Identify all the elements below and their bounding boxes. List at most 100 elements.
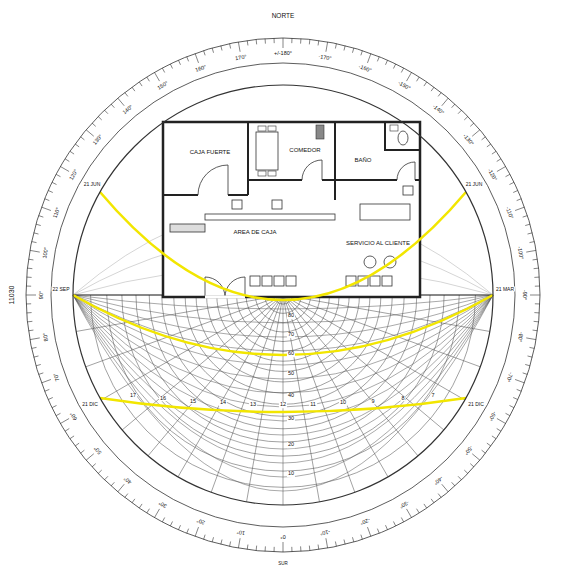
hour-line [73,295,493,435]
hour-line [73,295,493,463]
azimuth-degree: 0° [279,533,286,539]
scale-tick [238,42,240,52]
seat [286,276,296,286]
scale-tick [309,546,311,551]
hour-number: 14 [219,401,227,407]
door-swing [198,160,415,297]
scale-tick [27,312,32,313]
scale-tick [27,277,32,278]
scale-tick [464,116,468,119]
azimuth-degree: 10° [236,529,247,536]
scale-tick [60,167,69,172]
scale-tick [377,529,379,534]
azimuth-degree: -90° [521,289,527,301]
scale-tick [29,259,34,261]
scale-tick [470,464,474,467]
scale-tick [187,529,189,534]
scale-tick [80,450,84,453]
azimuth-degree: 40° [122,474,133,485]
scale-tick [132,87,135,91]
chair [268,126,276,131]
room-area: BAÑO [337,124,385,180]
scale-tick [515,207,524,210]
altitude-number: 50 [287,372,295,378]
scale-tick [300,39,301,44]
scale-tick [515,379,524,382]
scale-tick [155,72,160,81]
scale-tick [534,277,539,278]
seat [274,276,284,286]
scale-tick [407,509,412,518]
room-area: AREA DE CAJA [165,197,335,295]
scale-tick [335,541,336,546]
scale-tick [104,476,107,480]
scale-tick [162,518,164,522]
scale-tick [452,104,455,108]
scale-tick [155,509,160,518]
waiting-seats [250,276,392,286]
scale-tick [385,525,387,530]
scale-tick [523,373,528,375]
date-label: 21 DIC [81,402,99,407]
azimuth-degree: +/-180° [273,51,293,57]
azimuth-line [178,295,283,477]
scale-tick [111,482,114,486]
scale-tick [70,151,74,154]
scale-tick [187,57,189,62]
hour-number: 12 [279,402,287,408]
altitude-number: 70 [287,332,295,338]
scale-tick [393,64,395,68]
scale-tick [506,174,510,176]
scale-tick [528,356,533,357]
scale-tick [442,484,448,492]
scale-tick [509,182,513,184]
scale-tick [45,389,50,391]
scale-tick [377,57,379,62]
azimuth-line [283,295,284,505]
chair [268,171,276,176]
scale-tick [52,182,56,184]
scale-tick [482,137,486,140]
scale-tick [525,364,530,365]
scale-tick [52,405,56,407]
scale-tick [526,250,536,252]
scale-tick [147,77,150,81]
scale-tick [492,151,496,154]
scale-tick [247,41,249,46]
scale-tick [472,454,480,460]
azimuth-degree: -20° [359,517,372,526]
azimuth-degree: -70° [505,371,514,384]
scale-tick [39,216,44,218]
scale-tick [492,436,496,439]
scale-tick [487,443,491,446]
scale-tick [431,499,434,503]
scale-tick [221,540,222,545]
scale-tick [352,537,353,542]
scale-tick [300,546,301,551]
scale-tick [431,87,434,91]
azimuth-degree: -140° [430,103,445,117]
azimuth-degree: -100° [516,245,524,261]
scale-tick [39,373,44,375]
building-outline [163,122,420,297]
hour-number: 8 [400,396,405,402]
azimuth-degree: -150° [396,80,412,92]
azimuth-degree: -130° [461,132,475,147]
scale-circle [73,85,493,505]
scale-tick [45,199,50,201]
scale-tick [139,82,142,86]
scale-tick [111,104,114,108]
scale-tick [533,259,538,261]
hour-number: 16 [159,396,167,402]
scale-tick [212,537,213,542]
azimuth-degree: 90° [39,290,45,300]
scale-tick [335,44,336,49]
scale-tick [528,233,533,234]
azimuth-degree: 130° [92,133,105,147]
scale-tick [30,250,40,252]
sun-paths [73,192,493,412]
hour-line [73,295,493,393]
scale-tick [417,509,420,513]
scale-tick [407,72,412,81]
scale-tick [32,242,37,243]
